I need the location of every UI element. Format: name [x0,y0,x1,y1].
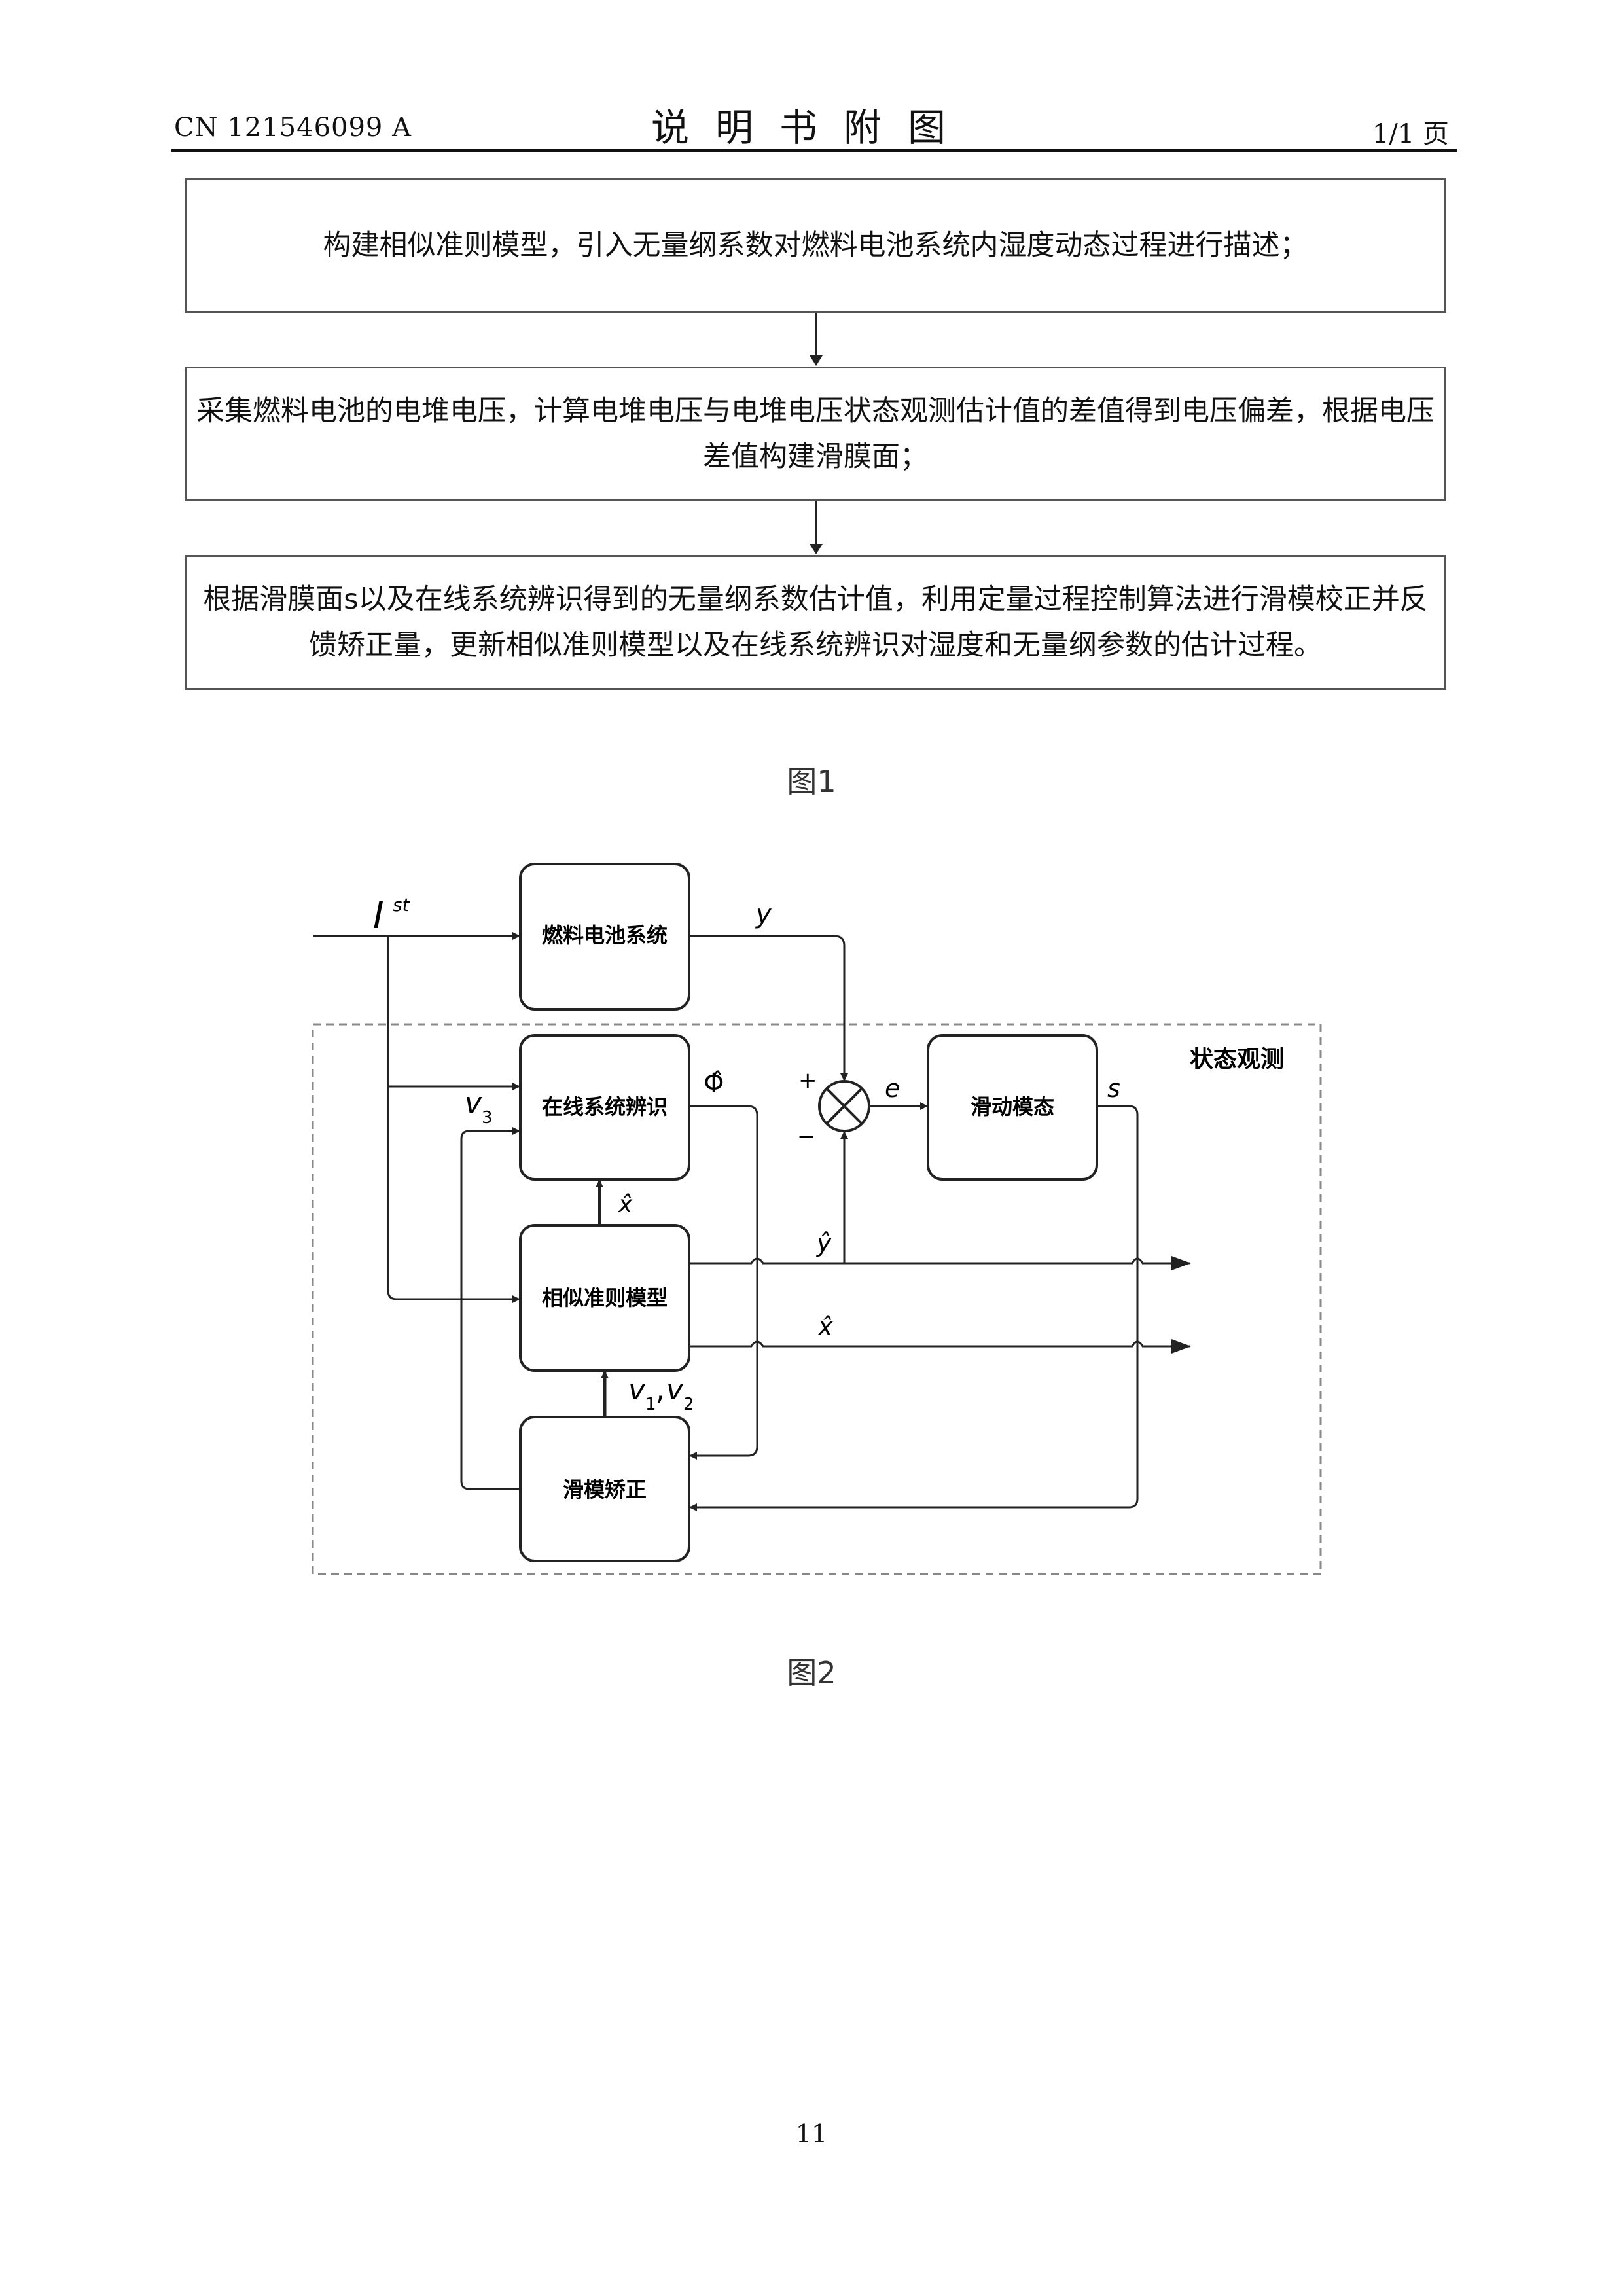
flow-arrowhead-1 [810,355,823,366]
flow-arrow-1 [815,313,817,356]
s-feedback-line [690,1106,1137,1507]
online-id-block-label: 在线系统辨识 [542,1094,668,1119]
summing-junction-cross-a [827,1088,862,1124]
fuel-cell-block [520,864,689,1009]
s-label: s [1107,1074,1120,1103]
flow-step-2: 采集燃料电池的电堆电压，计算电堆电压与电堆电压状态观测估计值的差值得到电压偏差，… [185,367,1446,501]
input-current-superscript: st [393,894,410,916]
v3-label: v [465,1086,482,1120]
online-id-block [520,1035,689,1179]
page-number: 11 [0,2119,1623,2148]
observer-region-label: 状态观测 [1190,1046,1284,1073]
v2-subscript: 2 [683,1395,694,1414]
observer-region [313,1024,1321,1574]
phi-hat-label: Φ̂ [704,1068,724,1098]
input-to-similarity-model [388,1291,519,1299]
v3-feedback-line [461,1131,520,1489]
plus-sign: + [798,1067,817,1094]
fuel-cell-block-label: 燃料电池系统 [542,923,668,948]
x-hat-up-label: x̂ [618,1191,633,1218]
y-hat-label: ŷ [816,1229,832,1257]
figure-1-caption: 图1 [0,758,1623,801]
flow-step-3-text: 根据滑膜面s以及在线系统辨识得到的无量纲系数估计值，利用定量过程控制算法进行滑模… [193,577,1438,668]
flow-arrowhead-2 [810,544,823,554]
sliding-mode-block [928,1035,1097,1179]
e-label: e [885,1074,900,1103]
v3-subscript: 3 [482,1108,493,1128]
v1-v2-comma: , [656,1373,665,1407]
similarity-model-block-label: 相似准则模型 [542,1285,668,1310]
v1-subscript: 1 [645,1395,656,1414]
figure-2-caption: 图2 [0,1649,1623,1693]
v1-label: v [628,1373,646,1407]
phi-hat-line [689,1106,757,1456]
x-hat-output-line [689,1342,1190,1346]
flow-step-1-text: 构建相似准则模型，引入无量纲系数对燃料电池系统内湿度动态过程进行描述； [323,223,1308,268]
page-indicator: 1/1 页 [1372,113,1449,151]
x-hat-output-label: x̂ [817,1312,833,1341]
flow-arrow-2 [815,501,817,545]
summing-junction [819,1081,869,1131]
y-label: y [755,899,772,929]
sliding-correction-block [520,1417,689,1561]
y-hat-output-line [689,1259,1190,1263]
flow-step-1: 构建相似准则模型，引入无量纲系数对燃料电池系统内湿度动态过程进行描述； [185,178,1446,313]
summing-junction-cross-b [827,1088,862,1124]
input-current-label: I [373,895,384,937]
similarity-model-block [520,1225,689,1371]
flow-step-2-text: 采集燃料电池的电堆电压，计算电堆电压与电堆电压状态观测估计值的差值得到电压偏差，… [193,388,1438,480]
sliding-mode-block-label: 滑动模态 [971,1094,1054,1119]
minus-sign: − [797,1124,816,1150]
flow-step-3: 根据滑膜面s以及在线系统辨识得到的无量纲系数估计值，利用定量过程控制算法进行滑模… [185,555,1446,690]
header-rule [171,149,1457,152]
sliding-correction-block-label: 滑模矫正 [563,1477,647,1502]
y-signal-line [689,936,844,1080]
v2-label: v [666,1373,684,1407]
